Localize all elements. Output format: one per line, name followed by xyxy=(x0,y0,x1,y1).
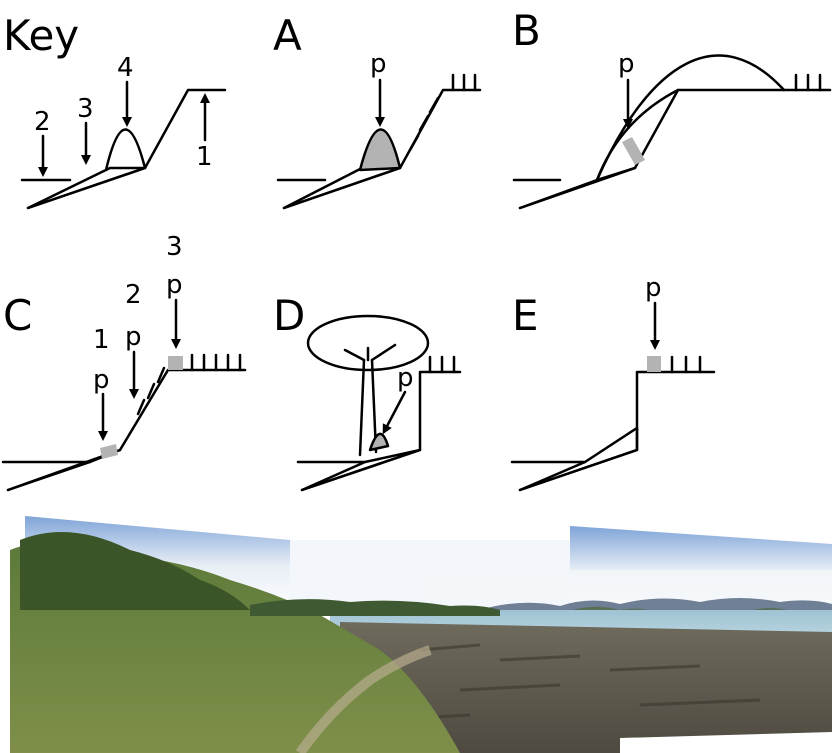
panel-a-top-ticks xyxy=(451,73,477,92)
panel-d-top-ticks xyxy=(428,355,456,374)
photo-dark-shrubs xyxy=(20,532,250,610)
panel-a: A p xyxy=(273,11,482,210)
key-beach-ridge xyxy=(104,128,147,172)
panel-a-shaded-ridge xyxy=(358,128,402,172)
panel-b-marker: p xyxy=(618,49,635,79)
coastal-profile-diagram: Key 2 3 4 1 A p B xyxy=(1,6,832,492)
coastal-panorama-photo xyxy=(10,516,832,753)
panel-a-vegetation-ticks xyxy=(408,96,440,152)
panel-c-marker-1: p xyxy=(93,365,110,395)
key-label-1: 1 xyxy=(196,142,213,172)
panel-d-arrow xyxy=(382,390,407,435)
key-label-2: 2 xyxy=(34,107,51,137)
panel-e-marker: p xyxy=(645,273,662,303)
photo-dirt-track xyxy=(295,645,432,753)
photo-rock-texture xyxy=(379,643,761,722)
panel-c-bedrock xyxy=(6,368,247,492)
panel-c-shaded-3 xyxy=(168,356,183,370)
panel-c-marker-2: p xyxy=(125,322,142,352)
panel-c-num-1: 1 xyxy=(93,325,110,355)
panel-e-beach-wedge xyxy=(518,426,639,492)
panel-b-dune-crest xyxy=(595,54,786,182)
panel-c-num-2: 2 xyxy=(125,280,142,310)
panel-e: E p xyxy=(510,273,716,492)
panel-d-tree-branches xyxy=(343,343,397,362)
key-label-4: 4 xyxy=(117,53,134,83)
panel-b-top-ticks xyxy=(794,73,822,92)
photo-cloud-band xyxy=(420,570,832,600)
photo-treeline xyxy=(250,599,500,616)
panel-e-title: E xyxy=(512,291,539,340)
panel-d-bedrock xyxy=(300,370,462,492)
panel-e-shaded-patch xyxy=(647,356,661,372)
panel-e-top-ticks xyxy=(670,355,702,374)
panel-c-title: C xyxy=(3,291,32,340)
panel-d-title: D xyxy=(273,291,305,340)
panel-c: C p 1 p 2 p 3 xyxy=(1,232,247,492)
key-title: Key xyxy=(3,11,79,60)
panel-d-tree-canopy xyxy=(306,314,430,372)
panel-b-shaded-patch xyxy=(622,137,645,165)
panel-b-title: B xyxy=(512,6,541,55)
key-bedrock-slope xyxy=(26,88,227,210)
key-label-3: 3 xyxy=(77,94,94,124)
panel-e-bedrock xyxy=(518,370,716,492)
panel-c-marker-3: p xyxy=(166,270,183,300)
panel-c-vegetation-ticks xyxy=(136,366,166,416)
panel-a-marker: p xyxy=(370,49,387,79)
panel-a-title: A xyxy=(273,11,302,60)
panel-d-marker: p xyxy=(397,363,414,393)
panel-c-top-ticks xyxy=(190,353,242,372)
panel-d-shaded-mound xyxy=(368,432,390,452)
panel-c-num-3: 3 xyxy=(166,232,183,262)
panel-c-shaded-1 xyxy=(100,444,118,459)
panel-b: B p xyxy=(512,6,832,210)
panel-b-dune-front xyxy=(595,88,680,182)
key-panel: Key 2 3 4 1 xyxy=(3,11,227,210)
panel-d: D p xyxy=(273,291,462,492)
